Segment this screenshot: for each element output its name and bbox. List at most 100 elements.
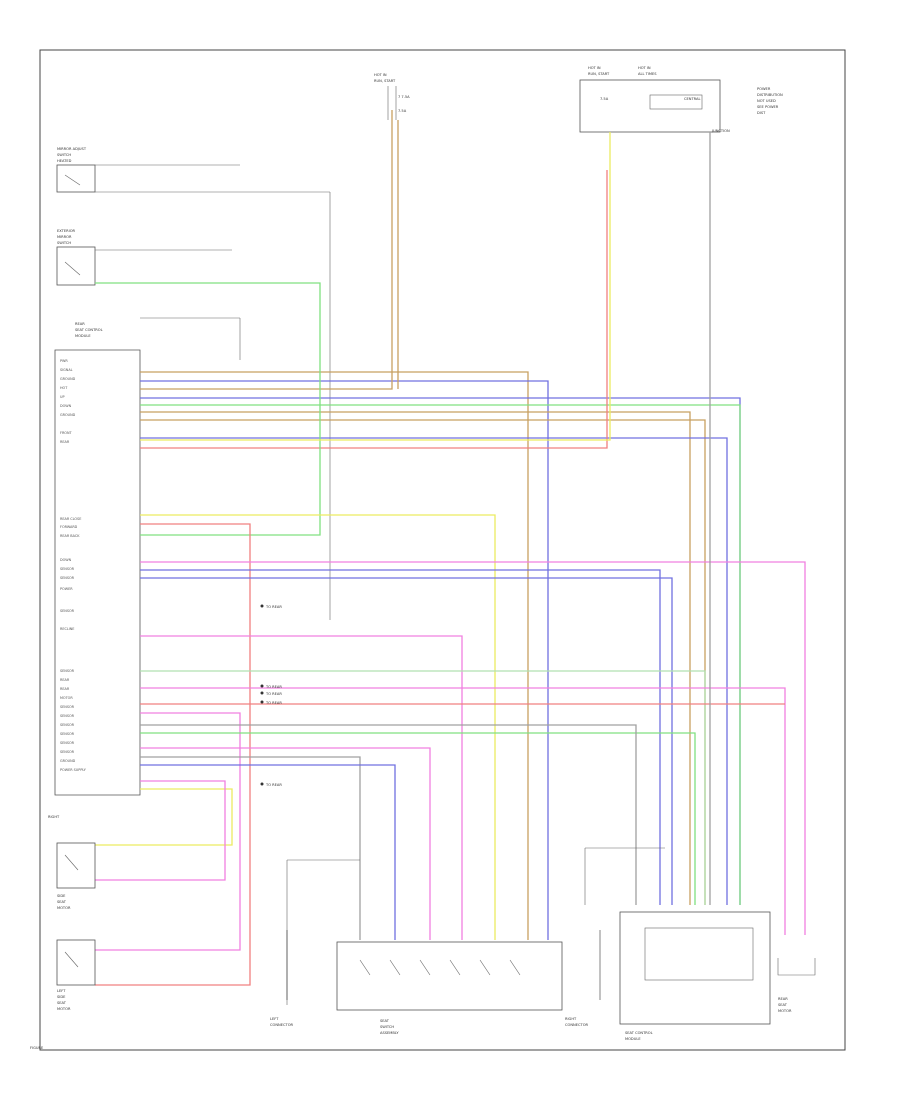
sensor-label: SIDE [57,894,66,898]
sensor-contact [64,854,79,871]
wire [140,687,786,935]
pin-label: SENSOR [60,714,75,718]
wire [140,670,706,905]
pin-label: POWER [60,587,73,591]
switch-contact [419,959,431,976]
wire [140,404,741,905]
wire [95,712,241,951]
top-right-note-3: NOT USED [757,99,776,103]
sensor-label: LEFT [57,989,66,993]
pin-label: UP [60,395,65,399]
splice-label: TO REAR [265,701,282,705]
sensor-box [56,939,96,986]
relay-box [649,94,703,110]
top-right-note-5: DIST [757,111,766,115]
seat-switch-assembly: SEAT SWITCH ASSEMBLY [336,941,563,1035]
module-box [619,911,771,1025]
pin-label: SENSOR [60,576,75,580]
wire [140,569,661,905]
top-fuse-block-2: HOT IN RUN, START HOT IN ALL TIMES 7.5A … [579,66,783,133]
module-title: SEAT CONTROL [75,328,103,332]
bottom-component-label: CONNECTOR [565,1023,589,1027]
top-label-2: RUN, START [374,79,396,83]
wire [140,110,393,390]
pin-label: FRONT [60,431,73,435]
pin-label: GROUND [60,759,76,763]
sensor-label: MOTOR [57,906,71,910]
wire [140,170,608,449]
switch-contact [64,261,81,276]
pin-label: RECLINE [60,627,74,631]
wire [140,764,396,940]
left-connector: LEFT CONNECTOR [270,859,360,1027]
wire [140,411,691,905]
pin-label: GROUND [60,377,76,381]
left-switch-1: MIRROR ADJUST SWITCH HEATED [56,147,331,620]
fuse-label-1: 7 7.5A [398,95,410,99]
wires [95,110,806,1000]
module-outline [54,349,141,796]
bottom-component-label: SWITCH [380,1025,394,1029]
pin-label: DOWN [60,558,72,562]
pin-label: FORWARD [60,525,78,529]
bottom-left-sensor-2: LEFT SIDE SEAT MOTOR [56,939,96,1011]
top-label-5: HOT IN [638,66,651,70]
wire [95,780,226,881]
pin-label: SENSOR [60,741,75,745]
pin-label: REAR [60,687,70,691]
pin-label: HOT [60,386,68,390]
bottom-component-label: SEAT [380,1019,390,1023]
top-right-note-2: DISTRIBUTION [757,93,783,97]
module-title: REAR [75,322,85,326]
wire [95,523,251,986]
fuse-label-2: 7.5A [398,109,407,113]
bottom-component-label: REAR [778,997,788,1001]
wire [140,371,529,940]
pin-label: REAR [60,678,70,682]
wire [140,561,806,935]
pin-label: SENSOR [60,723,75,727]
bottom-component-label: SEAT [778,1003,788,1007]
pin-label: SENSOR [60,567,75,571]
switch-contact [479,959,491,976]
wire [140,577,673,905]
module-inner-box [644,927,754,981]
left-switch-1-label: SWITCH [57,153,71,157]
switch-contact [359,959,371,976]
pin-label: REAR [60,440,70,444]
top-label-1: HOT IN [374,73,387,77]
top-right-note-1: POWER [757,87,771,91]
rear-seat-motor: REAR SEAT MOTOR [777,958,816,1013]
left-switch-2-label: SWITCH [57,241,71,245]
splice-dot [260,691,264,695]
left-switch-2: EXTERIOR MIRROR SWITCH [56,229,232,286]
sensor-label: SIDE [57,995,66,999]
sensor-contact [64,951,79,968]
top-right-note-4: SEE POWER [757,105,779,109]
left-switch-1-label: MIRROR ADJUST [57,147,87,151]
bottom-component-label: ASSEMBLY [380,1031,399,1035]
diagram-frame [39,49,846,1051]
bottom-component-label: CONNECTOR [270,1023,294,1027]
pin-label: SENSOR [60,669,75,673]
wire [140,724,637,905]
wire [140,635,463,940]
pin-label: MOTOR [60,696,73,700]
splice-dot [260,604,264,608]
right-connector: RIGHT CONNECTOR [565,1017,589,1027]
control-module: REAR SEAT CONTROL MODULE PWRSIGNALGROUND… [54,317,241,796]
top-label-6: ALL TIMES [638,72,657,76]
pin-label: SENSOR [60,609,75,613]
sensor-label: SEAT [57,1001,67,1005]
wire [140,514,496,940]
splice-label: TO REAR [265,605,282,609]
top-fuse-block-1: HOT IN RUN, START 7 7.5A 7.5A [374,73,410,120]
switch-contact [64,174,81,186]
bottom-component-label: MODULE [625,1037,641,1041]
wire [140,747,431,940]
left-switch-2-label: EXTERIOR [57,229,76,233]
switch-contact [449,959,461,976]
top-label-4: RUN, START [588,72,610,76]
switch-box [56,164,96,193]
bottom-left-label: RIGHT [48,815,60,819]
